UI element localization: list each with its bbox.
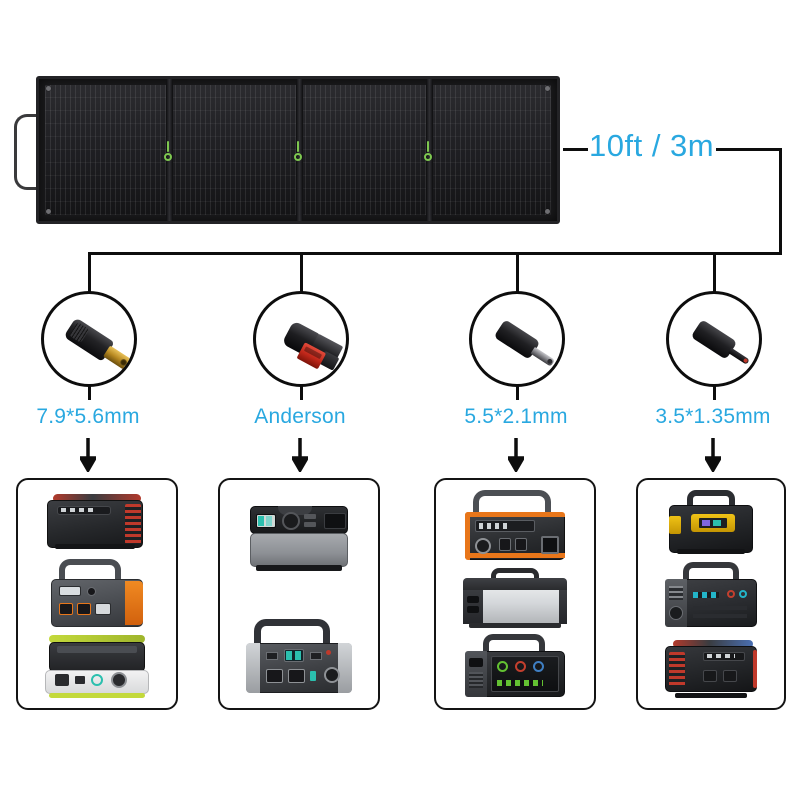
panel-carry-handle <box>14 114 40 190</box>
power-station-silver-bar <box>457 567 573 628</box>
arrow-down-icon-2 <box>292 438 308 472</box>
connector-circle-7950[interactable] <box>41 291 137 387</box>
compatible-devices-box-5521[interactable] <box>434 478 596 710</box>
compatible-devices-box-7950[interactable] <box>16 478 178 710</box>
branch-drop-2 <box>300 252 303 292</box>
connector-label-7950: 7.9*5.6mm <box>36 405 140 428</box>
branch-drop-1 <box>88 252 91 292</box>
connector-label-anderson: Anderson <box>254 405 346 428</box>
panel-grommet-bl <box>46 209 51 214</box>
connector-stem-3 <box>516 386 519 400</box>
panel-grommet-br <box>545 209 550 214</box>
power-station-orange-trim <box>457 490 573 562</box>
connector-label-35135: 3.5*1.35mm <box>655 405 771 428</box>
connector-circle-anderson[interactable] <box>253 291 349 387</box>
connector-circle-35135[interactable] <box>666 291 762 387</box>
arrow-down-icon-4 <box>705 438 721 472</box>
connector-circle-5521[interactable] <box>469 291 565 387</box>
arrow-down-icon-3 <box>508 438 524 472</box>
power-station-black-yellow <box>661 490 761 556</box>
arrow-down-icon-1 <box>80 438 96 472</box>
brand-logo-mark <box>293 139 302 161</box>
panel-fold-seam-1 <box>166 79 173 221</box>
connector-stem-1 <box>88 386 91 400</box>
dc-barrel-plug-5521-icon <box>493 318 555 367</box>
dc-barrel-plug-35135-icon <box>690 318 750 365</box>
distribution-bus <box>88 252 782 255</box>
branch-drop-3 <box>516 252 519 292</box>
panel-fold-seam-3 <box>426 79 433 221</box>
connector-stem-2 <box>300 386 303 400</box>
compatible-devices-box-anderson[interactable] <box>218 478 380 710</box>
power-station-black-teal <box>659 562 763 632</box>
power-station-black-red <box>41 490 153 553</box>
panel-body <box>36 76 560 224</box>
brand-logo-mark <box>163 139 172 161</box>
cable-leader-left <box>563 148 588 151</box>
anderson-powerpole-connector-icon <box>281 320 344 371</box>
connector-label-5521: 5.5*2.1mm <box>464 405 568 428</box>
solar-panel <box>14 76 560 224</box>
panel-grommet-tr <box>545 86 550 91</box>
compatible-devices-box-35135[interactable] <box>636 478 786 710</box>
dc-barrel-plug-7950-icon <box>63 316 132 371</box>
power-station-silver-handle <box>240 619 358 698</box>
cable-length-label: 10ft / 3m <box>589 128 715 163</box>
brand-logo-mark <box>423 139 432 161</box>
power-station-green-leds <box>457 633 573 698</box>
power-station-silver-block <box>244 504 354 573</box>
power-station-gray-orange <box>41 558 153 628</box>
cable-drop-right <box>779 148 782 255</box>
panel-grommet-tl <box>46 86 51 91</box>
panel-fold-seam-2 <box>296 79 303 221</box>
branch-drop-4 <box>713 252 716 292</box>
power-station-black-red-2 <box>659 638 763 698</box>
cable-leader-right <box>716 148 782 151</box>
power-station-white-lime <box>41 633 153 698</box>
connector-stem-4 <box>713 386 716 400</box>
